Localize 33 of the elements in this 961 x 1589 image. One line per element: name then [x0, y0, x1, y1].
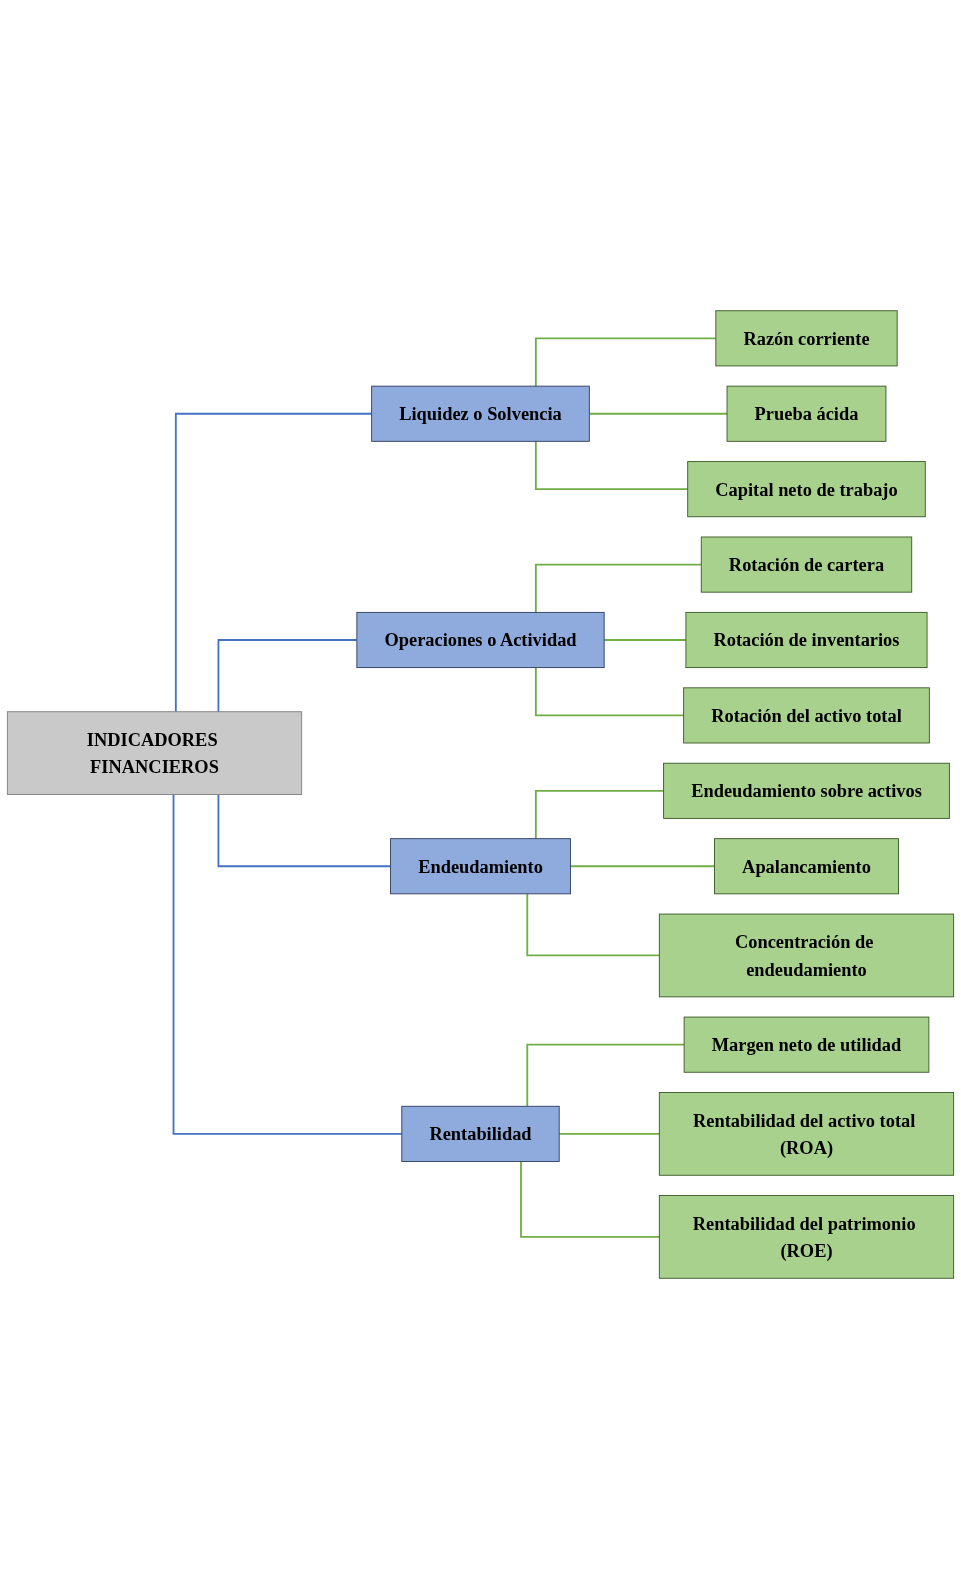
- node-box: Apalancamiento: [714, 838, 899, 895]
- connector: [520, 1160, 661, 1238]
- node-box: Endeudamiento: [390, 838, 571, 895]
- node-box: Capital neto de trabajo: [687, 461, 926, 518]
- connector: [603, 639, 687, 641]
- connector: [174, 412, 373, 713]
- connector: [534, 666, 685, 717]
- connector: [558, 1132, 661, 1135]
- node-box: Endeudamiento sobre activos: [663, 762, 950, 819]
- connector: [534, 440, 689, 491]
- node-box: Operaciones o Actividad: [356, 611, 605, 669]
- node-box: Liquidez o Solvencia: [371, 385, 590, 442]
- connector: [534, 789, 665, 840]
- node-box: Rotación de inventarios: [685, 611, 928, 669]
- connector: [172, 793, 403, 1135]
- node-box: Prueba ácida: [726, 385, 887, 442]
- node-box: Razón corriente: [715, 310, 898, 367]
- node-box: Rentabilidad del activo total (ROA): [658, 1092, 955, 1176]
- connector: [217, 793, 392, 868]
- node-box: Concentración de endeudamiento: [658, 913, 955, 998]
- connector: [569, 865, 716, 868]
- connector: [588, 412, 728, 415]
- connector: [526, 892, 661, 957]
- node-box: INDICADORES FINANCIEROS: [6, 711, 303, 795]
- node-box: Margen neto de utilidad: [683, 1016, 930, 1073]
- connector: [534, 563, 703, 614]
- node-box: Rotación del activo total: [683, 687, 930, 744]
- connector: [217, 639, 358, 713]
- node-box: Rentabilidad del patrimonio (ROE): [658, 1195, 955, 1279]
- connector: [526, 1043, 686, 1108]
- node-box: Rentabilidad: [401, 1105, 560, 1162]
- node-box: Rotación de cartera: [700, 536, 913, 593]
- connector: [534, 337, 717, 388]
